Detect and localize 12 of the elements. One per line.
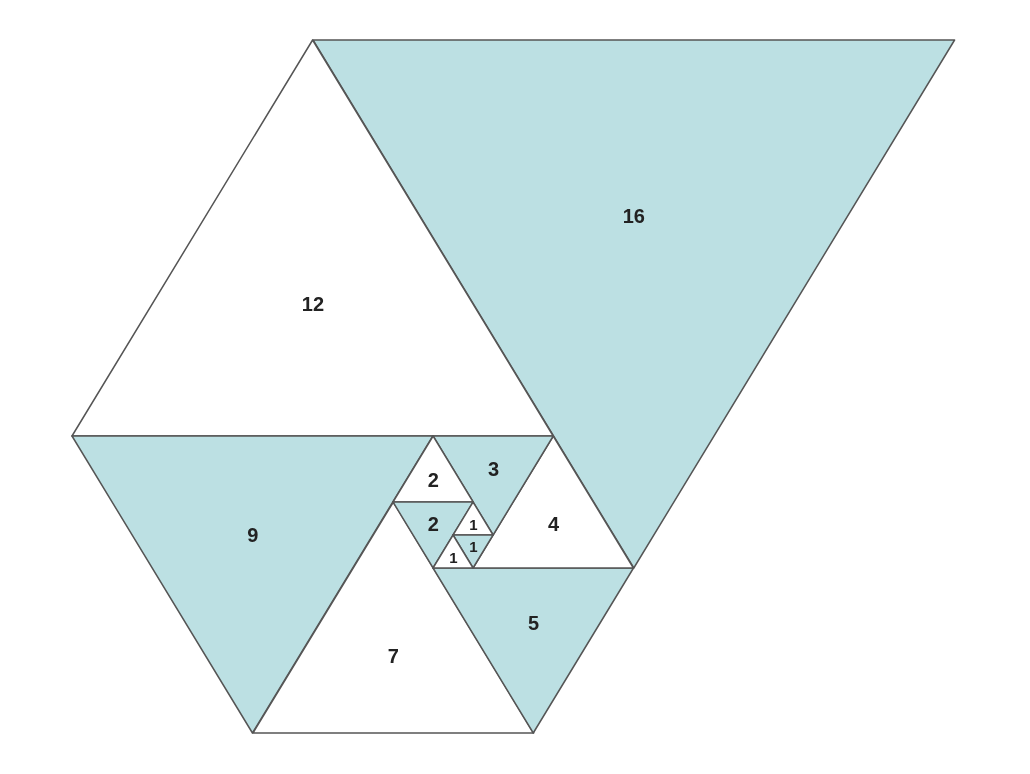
size-number: 9 (247, 525, 259, 545)
size-number: 7 (387, 646, 399, 666)
size-number: 5 (528, 613, 540, 633)
size-number: 4 (548, 514, 560, 534)
size-number: 1 (469, 516, 478, 532)
size-number: 12 (301, 294, 325, 314)
size-number: 2 (427, 470, 439, 490)
size-number: 16 (622, 206, 645, 226)
size-number: 1 (469, 538, 478, 554)
size-number: 2 (427, 514, 439, 534)
size-number: 3 (487, 459, 499, 479)
size-number: 1 (449, 549, 458, 565)
